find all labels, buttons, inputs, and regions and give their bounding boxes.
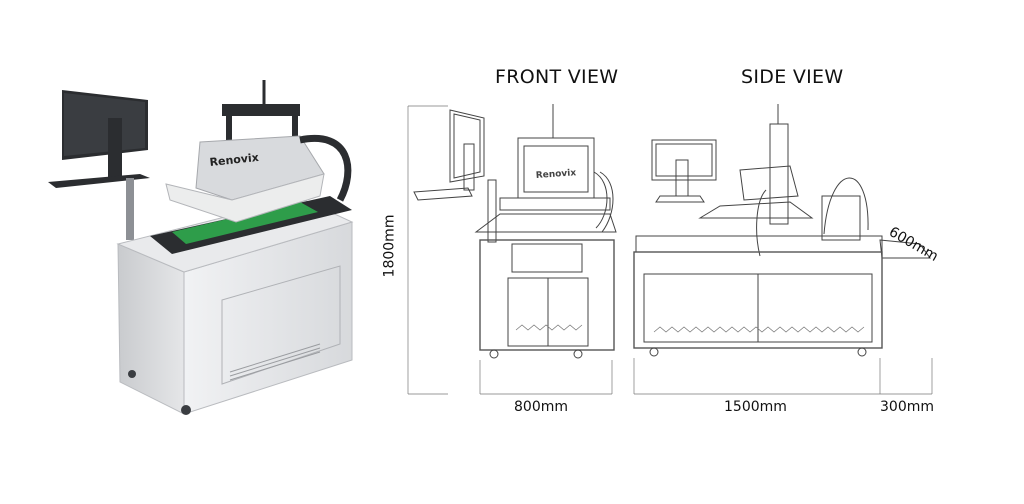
- side-length-label: 1500mm: [724, 399, 787, 415]
- side-view-drawing: [633, 104, 933, 395]
- print-head: [165, 80, 352, 223]
- photo-logo: Renovix: [209, 151, 259, 169]
- height-dimension-label: 1800mm: [381, 214, 398, 278]
- machine-body: [116, 196, 354, 415]
- front-view-title: FRONT VIEW: [495, 66, 619, 88]
- height-dimension-line: [407, 105, 448, 395]
- side-view-title: SIDE VIEW: [741, 66, 844, 88]
- monitor: [48, 90, 150, 240]
- front-width-label: 800mm: [514, 399, 568, 415]
- front-logo: Renovix: [536, 168, 577, 181]
- extension-label: 300mm: [880, 399, 934, 415]
- front-view-drawing: Renovix: [413, 104, 617, 395]
